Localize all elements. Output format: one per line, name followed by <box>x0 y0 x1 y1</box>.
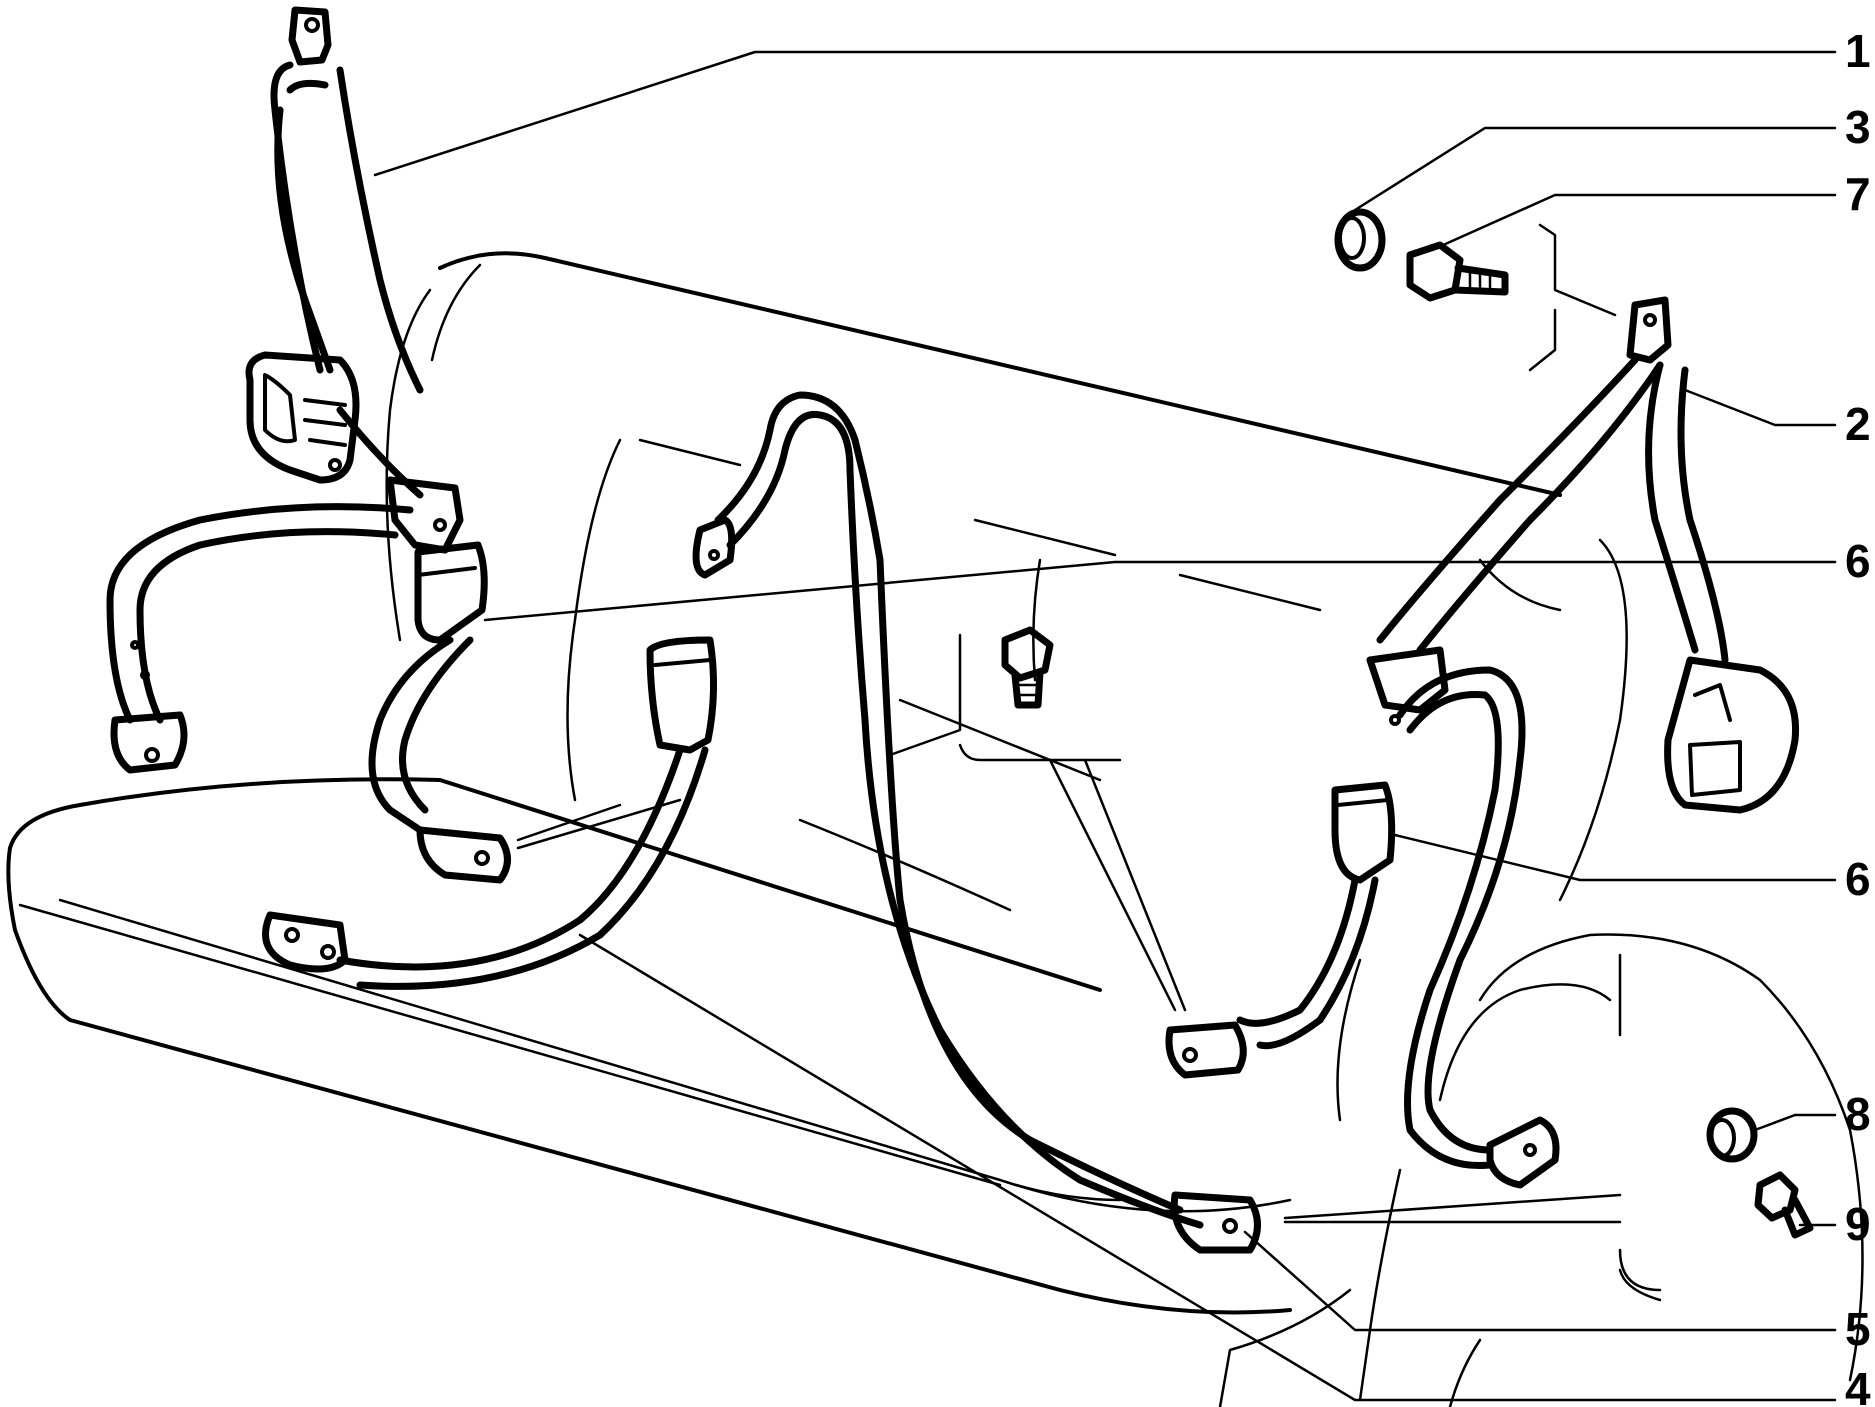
bolt-7-icon <box>1406 241 1509 302</box>
right-lap-loop-belt <box>1396 666 1560 1189</box>
callout-6-lower: 6 <box>1845 853 1871 905</box>
callout-5: 5 <box>1845 1303 1871 1355</box>
right-buckle-assembly <box>1165 781 1396 1079</box>
callout-6-upper: 6 <box>1845 535 1871 587</box>
rear-seat-outline <box>6 251 1864 1407</box>
centre-shoulder-belt <box>692 391 1261 1254</box>
callout-7: 7 <box>1845 168 1871 220</box>
callout-8: 8 <box>1845 1088 1871 1140</box>
callout-2: 2 <box>1845 398 1871 450</box>
callout-9: 9 <box>1845 1198 1871 1250</box>
left-buckle-assembly <box>368 541 511 884</box>
callout-3: 3 <box>1845 101 1871 153</box>
cap-3-icon <box>1334 208 1386 272</box>
centre-bolt-icon <box>1001 626 1054 709</box>
cap-8-icon <box>1706 1107 1758 1163</box>
leader-lines <box>373 50 1837 1402</box>
callout-1: 1 <box>1845 25 1871 77</box>
bolt-9-icon <box>1754 1171 1814 1239</box>
callout-4: 4 <box>1845 1363 1871 1407</box>
left-retractor-belt <box>106 6 464 774</box>
right-retractor-belt <box>1366 296 1800 814</box>
centre-lap-belt <box>262 636 718 990</box>
